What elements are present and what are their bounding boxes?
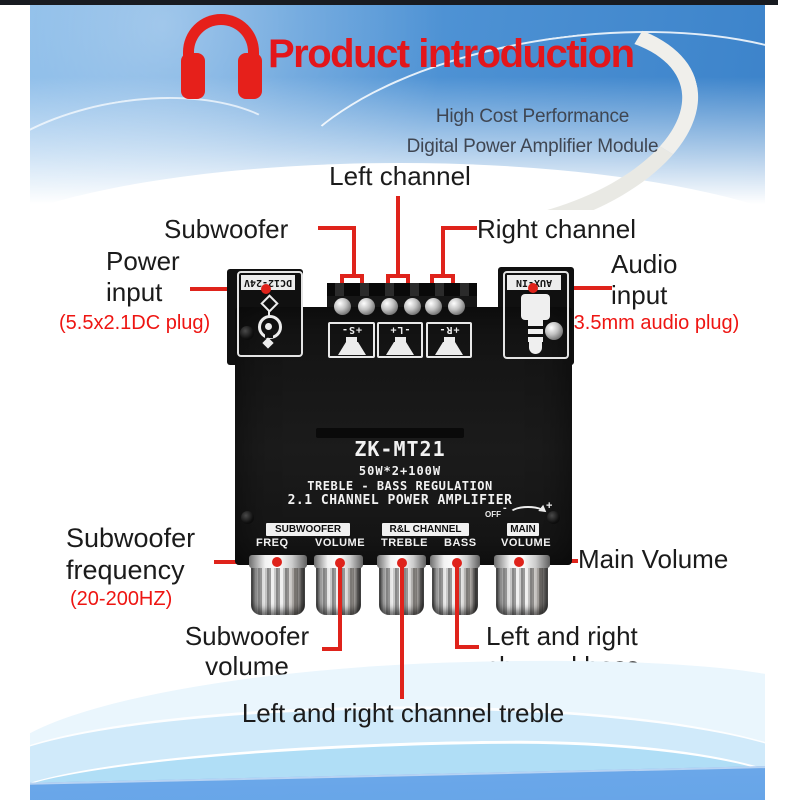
screw-icon	[241, 511, 254, 524]
callout-line-bass	[455, 563, 459, 647]
label-left-channel: Left channel	[329, 161, 471, 191]
callout-line-subvolume	[338, 563, 342, 651]
off-label: OFF	[485, 510, 501, 519]
main-volume-knob-label: VOLUME	[501, 537, 552, 549]
label-main-volume: Main Volume	[578, 544, 729, 574]
screw-icon	[545, 322, 563, 340]
callout-line-left-channel	[396, 196, 400, 278]
rl-channel-group-label: R&L CHANNEL	[382, 523, 469, 536]
callout-line-subwoofer-stem	[352, 226, 356, 278]
callout-line-audio	[538, 286, 612, 290]
jack-notch	[528, 334, 543, 337]
terminal-screw-icon	[358, 298, 375, 315]
label-right-channel: Right channel	[477, 214, 636, 244]
note-audio-plug: (3.5mm audio plug)	[567, 312, 740, 334]
terminal-label-sub: +S-	[340, 324, 363, 335]
dc-diamond-bottom	[262, 337, 274, 349]
faded-print	[316, 428, 464, 438]
swoosh-line-icon	[30, 74, 316, 210]
label-audio-input: Audio input	[611, 249, 678, 311]
callout-dot-audio	[528, 283, 538, 293]
terminal-screw-icon	[425, 298, 442, 315]
subtitle-line-2: Digital Power Amplifier Module	[406, 136, 659, 157]
dc-center-dot	[265, 323, 272, 330]
board-spec-type: 2.1 CHANNEL POWER AMPLIFIER	[287, 493, 513, 508]
power-port-panel: DC12-24V	[237, 271, 303, 357]
label-subwoofer: Subwoofer	[164, 214, 289, 244]
screw-icon	[547, 511, 560, 524]
callout-line-subwoofer	[318, 226, 356, 230]
board-model: ZK-MT21	[354, 437, 446, 461]
bass-line1: Left and right	[486, 621, 638, 651]
label-subwoofer-volume: Subwoofer volume	[185, 621, 309, 681]
treble-label: TREBLE	[381, 537, 428, 549]
callout-foot-subvolume	[322, 647, 342, 651]
terminal-label-right: +R-	[438, 324, 460, 335]
callout-dot-freq	[272, 557, 282, 567]
callout-dot-treble	[397, 558, 407, 568]
headphones-earcup-right	[238, 53, 262, 99]
subfreq-line1: Subwoofer	[66, 523, 196, 553]
top-border-line	[0, 0, 778, 5]
callout-foot-bass	[455, 645, 479, 649]
label-subwoofer-frequency: Subwoofer frequency	[66, 522, 195, 586]
subfreq-line2: frequency	[66, 555, 185, 585]
page-title: Product introduction	[268, 32, 635, 76]
jack-notch	[528, 326, 543, 329]
callout-dot-power	[261, 284, 271, 294]
subvol-line1: Subwoofer	[184, 621, 310, 651]
speaker-icon	[379, 337, 421, 355]
label-power-input: Power input	[106, 246, 180, 308]
callout-line-right-channel	[441, 226, 477, 230]
bass-label: BASS	[444, 537, 477, 549]
headphones-earcup-left	[181, 53, 205, 99]
label-channel-treble: Left and right channel treble	[241, 698, 565, 728]
terminal-box-left: -L+	[377, 322, 423, 358]
callout-line-treble	[400, 563, 404, 699]
subtitle-line-1: High Cost Performance	[435, 106, 630, 127]
terminal-teeth	[327, 283, 477, 296]
page-subtitle: High Cost Performance Digital Power Ampl…	[360, 102, 705, 162]
power-input-line1: Power	[106, 246, 180, 276]
subwoofer-group-label: SUBWOOFER	[266, 523, 350, 536]
terminal-screw-icon	[381, 298, 398, 315]
note-power-plug: (5.5x2.1DC plug)	[59, 312, 211, 334]
terminal-screw-icon	[448, 298, 465, 315]
terminal-screw-icon	[334, 298, 351, 315]
dc-stem	[268, 310, 270, 316]
jack-body	[521, 294, 550, 320]
screw-icon	[240, 326, 254, 340]
callout-dot-bass	[452, 558, 462, 568]
jack-tip	[529, 342, 542, 354]
headphones-band	[183, 14, 259, 77]
freq-label: FREQ	[256, 537, 289, 549]
board-spec-regulation: TREBLE - BASS REGULATION	[307, 479, 493, 493]
terminal-box-right: +R-	[426, 322, 472, 358]
callout-dot-main-volume	[514, 557, 524, 567]
sub-volume-label: VOLUME	[315, 537, 366, 549]
note-subwoofer-frequency: (20-200HZ)	[70, 588, 173, 610]
terminal-screw-icon	[404, 298, 421, 315]
terminal-label-left: -L+	[389, 324, 411, 335]
board-spec-power: 50W*2+100W	[358, 464, 442, 478]
callout-line-right-channel-stem	[441, 226, 445, 278]
power-input-line2: input	[106, 277, 163, 307]
speaker-icon	[330, 337, 373, 355]
callout-dot-subvolume	[335, 558, 345, 568]
plus-label: +	[546, 500, 553, 512]
aux-port-panel: AUX-IN	[503, 271, 569, 359]
audio-input-line2: input	[611, 280, 668, 310]
dc-ring-gap	[265, 331, 273, 338]
terminal-box-subwoofer: +S-	[328, 322, 375, 358]
speaker-icon	[428, 337, 470, 355]
main-group-label: MAIN	[507, 523, 539, 536]
volume-arc-icon	[508, 506, 548, 524]
audio-input-line1: Audio	[611, 249, 678, 279]
jack-shaft	[528, 320, 543, 342]
minus-label: -	[503, 502, 507, 514]
